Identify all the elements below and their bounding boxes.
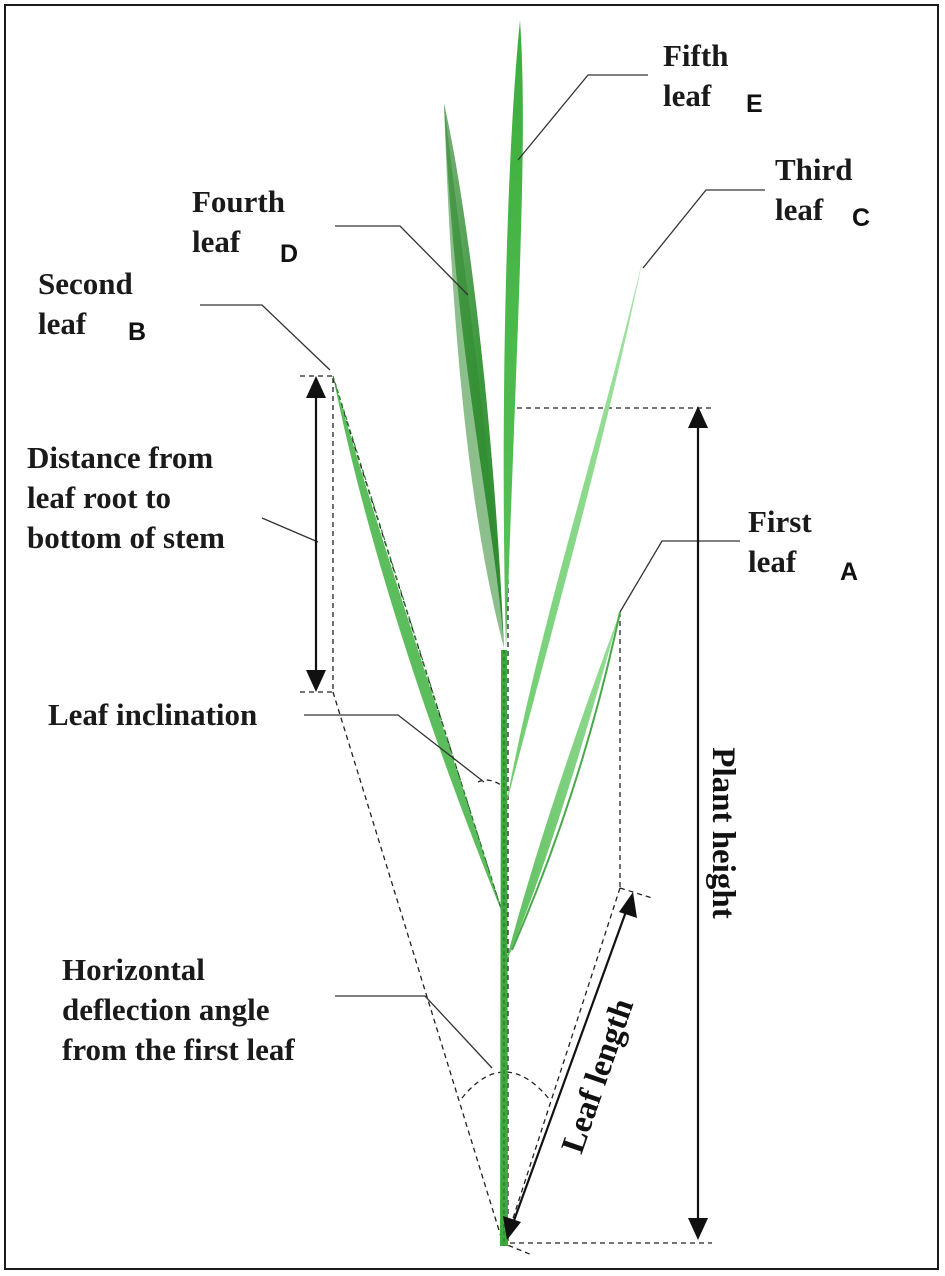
- second-leaf-shape: [333, 376, 503, 915]
- third-leaf-label: Third leaf: [775, 152, 853, 227]
- construction-lines: [300, 375, 712, 1256]
- plant: [332, 20, 643, 1246]
- distance-arrow: [306, 376, 326, 692]
- fifth-leaf-label: Fifth leaf: [663, 38, 729, 113]
- plant-height-label: Plant height: [705, 747, 741, 919]
- plant-height-arrow: [688, 406, 708, 1240]
- third-leaf-shape: [506, 258, 643, 805]
- distance-label: Distance from leaf root to bottom of ste…: [27, 440, 226, 555]
- fourth-leaf-letter: D: [280, 240, 299, 268]
- fourth-leaf-label: Fourth leaf: [192, 184, 285, 259]
- deflection-angle-label: Horizontal deflection angle from the fir…: [62, 952, 295, 1067]
- leaf-length-arrow: [503, 892, 637, 1240]
- second-leaf-label: Second leaf: [38, 266, 133, 341]
- diagram-frame: [4, 4, 939, 1270]
- first-leaf-label: First leaf: [748, 504, 812, 579]
- first-leaf-letter: A: [840, 558, 859, 586]
- leader-lines: [200, 74, 765, 1069]
- third-leaf-letter: C: [852, 204, 871, 232]
- leaf-inclination-label: Leaf inclination: [48, 697, 258, 732]
- second-leaf-letter: B: [128, 318, 147, 346]
- first-leaf-shape: [505, 612, 620, 965]
- fourth-leaf-inner: [444, 103, 504, 648]
- fifth-leaf-letter: E: [746, 90, 763, 118]
- fifth-leaf-shape: [503, 20, 523, 650]
